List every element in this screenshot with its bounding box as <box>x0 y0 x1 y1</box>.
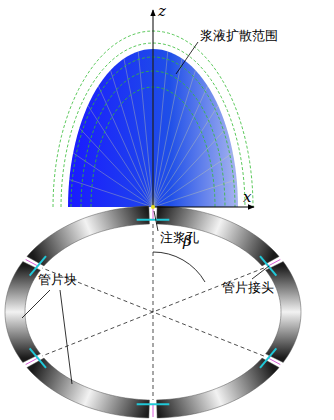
callout-label: 浆液扩散范围 <box>200 28 278 44</box>
diffusion-ray <box>153 153 233 207</box>
callout-label: 管片块 <box>38 272 77 288</box>
diffusion-ray <box>153 86 208 207</box>
joint-seam <box>153 405 154 417</box>
diffusion-ray <box>153 70 196 207</box>
leader-line <box>22 290 50 318</box>
leader-line <box>60 290 72 384</box>
grout-hole <box>151 205 155 209</box>
segment-block <box>5 262 40 363</box>
joint-seam <box>269 359 280 365</box>
callout-label: 注浆孔 <box>160 230 199 246</box>
leader-line <box>176 42 198 74</box>
diffusion-ray <box>124 59 153 207</box>
diffusion-ray <box>79 128 153 207</box>
joint-bolt <box>260 256 276 276</box>
leader-line <box>154 211 158 231</box>
axis-label: z <box>158 2 166 20</box>
callout-label: 管片接头 <box>222 280 274 296</box>
joint-bolt <box>260 348 276 368</box>
leader-lines <box>22 42 269 384</box>
joint-seam <box>269 260 280 266</box>
joint-seam <box>26 359 37 365</box>
angle-label: β <box>183 232 192 250</box>
z-axis <box>153 10 154 207</box>
segment-ring <box>5 206 301 418</box>
leader-line <box>252 266 269 279</box>
joint-bolt <box>30 348 46 368</box>
segment-block <box>266 262 301 363</box>
angle-arc <box>153 252 205 282</box>
diffusion-ray <box>98 86 153 207</box>
joint-seam <box>26 260 37 266</box>
x-axis <box>153 207 254 208</box>
diffusion-ray <box>138 51 153 207</box>
axis-label: x <box>243 188 251 206</box>
